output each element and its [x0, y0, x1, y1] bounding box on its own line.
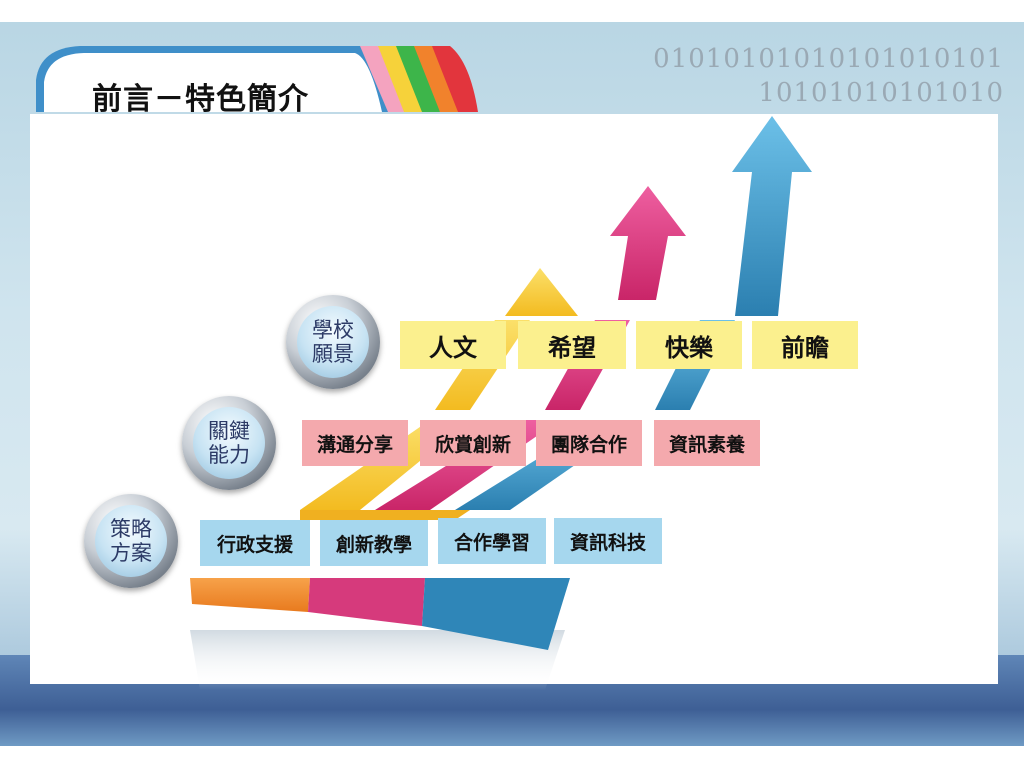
- arrow-band-edge: [300, 510, 470, 520]
- strategy-item-innovative-teaching: 創新教學: [320, 520, 428, 566]
- badge-label: 策略 方案: [110, 517, 152, 565]
- badge-school-vision: 學校 願景: [286, 295, 380, 389]
- base-block-orange: [190, 578, 310, 612]
- ability-item-info-literacy: 資訊素養: [654, 420, 760, 466]
- vision-item-foresight: 前瞻: [752, 321, 858, 369]
- ribbon-stripe: [396, 46, 440, 112]
- arrow-head-blue: [732, 116, 812, 316]
- badge-strategy-plan: 策略 方案: [84, 494, 178, 588]
- binary-decoration-line2: 10101010101010: [758, 78, 1004, 108]
- ability-item-teamwork: 團隊合作: [536, 420, 642, 466]
- base-block-blue: [422, 578, 570, 650]
- badge-key-abilities: 關鍵 能力: [182, 396, 276, 490]
- badge-label: 關鍵 能力: [208, 419, 250, 467]
- badge-label: 學校 願景: [312, 318, 354, 366]
- vision-item-hope: 希望: [518, 321, 626, 369]
- strategy-item-admin-support: 行政支援: [200, 520, 310, 566]
- ribbon-stripe: [414, 46, 458, 112]
- ribbon-stripe: [378, 46, 422, 112]
- title-tab: [44, 53, 382, 112]
- strategy-item-cooperative-learning: 合作學習: [438, 518, 546, 564]
- base-block-pink: [308, 578, 425, 626]
- arrow-head-pink: [610, 186, 686, 300]
- strategy-item-info-technology: 資訊科技: [554, 518, 662, 564]
- arrow-head-yellow: [505, 268, 578, 316]
- binary-decoration-line1: 01010101010101010101: [653, 44, 1004, 74]
- ability-item-innovation: 欣賞創新: [420, 420, 526, 466]
- ability-item-communication: 溝通分享: [302, 420, 408, 466]
- ribbon-stripe: [432, 46, 478, 112]
- vision-item-humanities: 人文: [400, 321, 506, 369]
- vision-item-happiness: 快樂: [636, 321, 742, 369]
- page-title: 前言－特色簡介: [92, 82, 309, 117]
- floor-reflection: [190, 630, 565, 690]
- ribbon-stripe: [360, 46, 404, 112]
